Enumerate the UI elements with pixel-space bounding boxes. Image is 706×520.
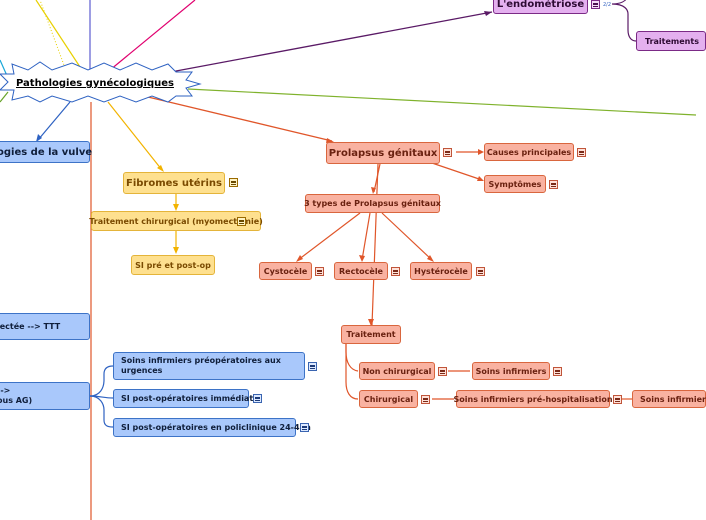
root-topic[interactable]: Pathologies gynécologiques: [16, 78, 174, 89]
si-postop-node[interactable]: SI post-opératoires immédiats: [113, 389, 258, 408]
chirurgical-node[interactable]: Chirurgical: [359, 390, 418, 408]
notes-icon[interactable]: [443, 148, 452, 157]
symptomes-node[interactable]: Symptômes: [484, 175, 546, 193]
notes-icon[interactable]: [421, 395, 430, 404]
notes-icon[interactable]: [300, 423, 309, 432]
endometriose-node[interactable]: L'endométriose: [493, 0, 588, 14]
cystocele-node[interactable]: Cystocèle: [259, 262, 312, 280]
left-partial-node-2[interactable]: --> ous AG): [0, 382, 90, 410]
notes-icon[interactable]: [549, 180, 558, 189]
left-partial-node-1[interactable]: lectée --> TTT: [0, 313, 90, 340]
traitement-node[interactable]: Traitement: [341, 325, 401, 344]
trois-types-node[interactable]: 3 types de Prolapsus génitaux: [304, 194, 441, 213]
soins-infirmier-node[interactable]: Soins infirmier: [632, 390, 706, 408]
notes-icon[interactable]: [315, 267, 324, 276]
myomectomie-node[interactable]: Traitement chirurgical (myomectomie): [89, 211, 263, 231]
notes-icon[interactable]: [237, 217, 246, 226]
soins-preop-node[interactable]: Soins infirmiers préopératoires aux urge…: [113, 352, 305, 380]
left-partial-line-2: ous AG): [0, 396, 33, 405]
notes-icon[interactable]: [613, 395, 622, 404]
root-star-shape: [0, 61, 202, 103]
soins-infirmiers-node[interactable]: Soins infirmiers: [472, 362, 550, 380]
notes-icon[interactable]: [308, 362, 317, 371]
si-pre-post-node[interactable]: SI pré et post-op: [131, 255, 215, 275]
notes-icon[interactable]: [553, 367, 562, 376]
notes-icon[interactable]: [253, 394, 262, 403]
notes-icon[interactable]: [438, 367, 447, 376]
svg-text:2/2: 2/2: [603, 2, 611, 8]
si-policlinique-node[interactable]: SI post-opératoires en policlinique 24-4…: [113, 418, 311, 437]
traitements-node[interactable]: Traitements: [636, 31, 706, 51]
soins-pre-hospitalisation-node[interactable]: Soins infirmiers pré-hospitalisation: [454, 390, 613, 408]
notes-icon[interactable]: [591, 0, 600, 9]
rectocele-node[interactable]: Rectocèle: [334, 262, 388, 280]
fibromes-node[interactable]: Fibromes utérins: [123, 172, 225, 194]
hysterocele-node[interactable]: Hystérocèle: [410, 262, 472, 280]
vulve-node[interactable]: ogies de la vulve: [0, 141, 92, 163]
notes-icon[interactable]: [229, 178, 238, 187]
notes-icon[interactable]: [476, 267, 485, 276]
notes-icon[interactable]: [577, 148, 586, 157]
prolapsus-node[interactable]: Prolapsus génitaux: [326, 142, 440, 164]
left-partial-line-1: -->: [0, 386, 11, 395]
causes-node[interactable]: Causes principales: [484, 143, 574, 161]
non-chirurgical-node[interactable]: Non chirurgical: [359, 362, 435, 380]
notes-icon[interactable]: [391, 267, 400, 276]
